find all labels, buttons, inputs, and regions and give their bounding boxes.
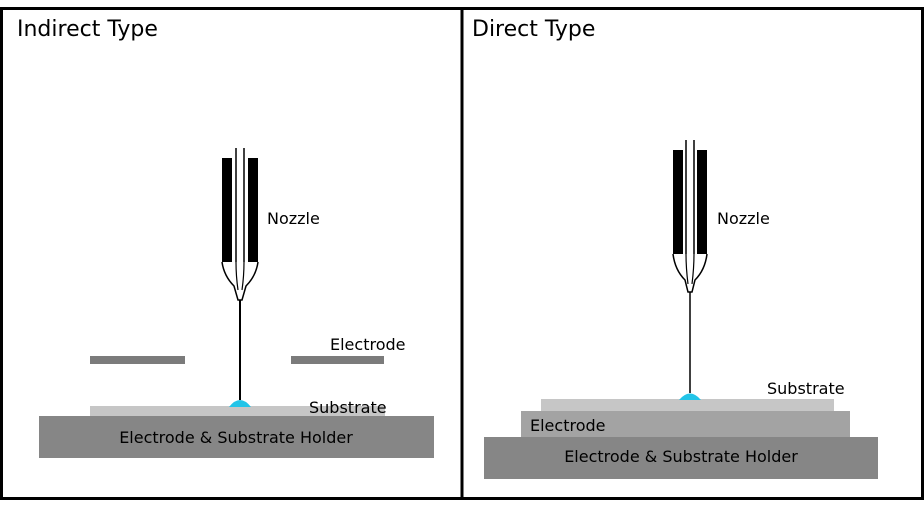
nozzle-left-wall [673, 150, 683, 254]
indirect-holder [39, 416, 434, 458]
indirect-substrate-label: Substrate [309, 398, 387, 417]
direct-substrate-label: Substrate [767, 379, 845, 398]
indirect-panel: Indirect Type Nozzle Electrode Substrate… [17, 17, 434, 458]
direct-nozzle [672, 140, 708, 393]
indirect-holder-label: Electrode & Substrate Holder [119, 428, 353, 447]
indirect-substrate [90, 406, 385, 416]
direct-nozzle-label: Nozzle [717, 209, 770, 228]
direct-droplet [679, 393, 701, 400]
direct-holder-label: Electrode & Substrate Holder [564, 447, 798, 466]
direct-electrode-label: Electrode [530, 416, 605, 435]
nozzle-left-wall [222, 158, 232, 262]
direct-holder [484, 437, 878, 479]
indirect-electrode-left [90, 356, 185, 364]
direct-panel: Direct Type Nozzle Substrate Electrode E… [472, 17, 878, 479]
indirect-electrode-right [291, 356, 384, 364]
direct-title: Direct Type [472, 17, 595, 42]
indirect-title: Indirect Type [17, 17, 158, 42]
nozzle-tip-inner [235, 261, 245, 291]
indirect-nozzle [221, 148, 259, 400]
indirect-droplet [229, 400, 251, 407]
indirect-nozzle-label: Nozzle [267, 209, 320, 228]
nozzle-right-wall [248, 158, 258, 262]
direct-substrate [541, 399, 834, 411]
nozzle-right-wall [697, 150, 707, 254]
nozzle-tip-inner [685, 253, 695, 285]
direct-electrode [521, 411, 850, 437]
indirect-electrode-label: Electrode [330, 335, 405, 354]
